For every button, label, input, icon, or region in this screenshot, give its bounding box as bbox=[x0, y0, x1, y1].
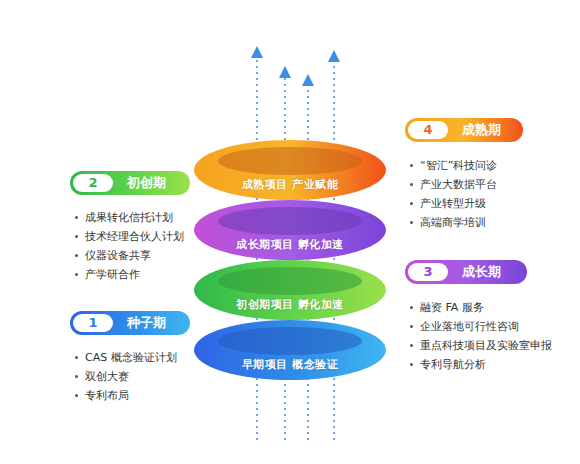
list-text: 仪器设备共享 bbox=[85, 249, 151, 262]
list-text: 产业转型升级 bbox=[420, 197, 486, 210]
list-item: CAS 概念验证计划 bbox=[75, 350, 177, 365]
list-text: 专利布局 bbox=[85, 389, 129, 402]
ring-label: 成长期项目 孵化加速 bbox=[236, 238, 344, 251]
bullet-dot bbox=[75, 375, 78, 378]
ring-band: 成长期项目 孵化加速 bbox=[236, 237, 344, 252]
stage-name: 成熟期 bbox=[462, 121, 501, 139]
ring-hole bbox=[218, 207, 362, 235]
list-item: 产业转型升级 bbox=[410, 196, 486, 211]
bullet-dot bbox=[410, 344, 413, 347]
stage-name: 种子期 bbox=[127, 314, 166, 332]
list-text: “智汇”科技问诊 bbox=[420, 159, 497, 172]
list-item: 产学研合作 bbox=[75, 267, 140, 282]
bullet-dot bbox=[75, 394, 78, 397]
bullet-dot bbox=[75, 273, 78, 276]
ring-band bbox=[194, 200, 386, 260]
ring-label: 早期项目 概念验证 bbox=[242, 358, 338, 371]
bullet-dot bbox=[410, 164, 413, 167]
list-item: 高端商学培训 bbox=[410, 215, 486, 230]
stage-number: 4 bbox=[408, 121, 448, 139]
bullet-dot bbox=[410, 183, 413, 186]
stage-pill: 3 成长期 bbox=[405, 260, 527, 284]
stage-number: 1 bbox=[73, 314, 113, 332]
list-item: 企业落地可行性咨询 bbox=[410, 319, 519, 334]
list-item: 专利导航分析 bbox=[410, 357, 486, 372]
stage-pill: 2 初创期 bbox=[70, 171, 190, 195]
bullet-dot bbox=[75, 216, 78, 219]
list-text: 成果转化信托计划 bbox=[85, 211, 173, 224]
list-item: 重点科技项目及实验室申报 bbox=[410, 338, 552, 353]
list-text: 专利导航分析 bbox=[420, 358, 486, 371]
list-item: 技术经理合伙人计划 bbox=[75, 229, 184, 244]
bullet-dot bbox=[410, 221, 413, 224]
list-item: 成果转化信托计划 bbox=[75, 210, 173, 225]
stage-pill: 4 成熟期 bbox=[405, 118, 523, 142]
list-item: “智汇”科技问诊 bbox=[410, 158, 497, 173]
list-item: 融资 FA 服务 bbox=[410, 300, 484, 315]
list-item: 双创大赛 bbox=[75, 369, 129, 384]
list-text: 重点科技项目及实验室申报 bbox=[420, 339, 552, 352]
list-text: 技术经理合伙人计划 bbox=[85, 230, 184, 243]
bullet-dot bbox=[410, 325, 413, 328]
stage-pill: 1 种子期 bbox=[70, 311, 190, 335]
ring-band: 成熟项目 产业赋能 bbox=[242, 177, 338, 192]
stage-number: 3 bbox=[408, 263, 448, 281]
list-item: 产业大数据平台 bbox=[410, 177, 497, 192]
bullet-dot bbox=[75, 356, 78, 359]
list-item: 仪器设备共享 bbox=[75, 248, 151, 263]
ring-band: 初创期项目 孵化加速 bbox=[236, 297, 344, 312]
bullet-dot bbox=[410, 363, 413, 366]
list-text: 产业大数据平台 bbox=[420, 178, 497, 191]
stage-number: 2 bbox=[73, 174, 113, 192]
ring-band bbox=[194, 320, 386, 380]
list-text: 融资 FA 服务 bbox=[420, 301, 484, 314]
list-text: 高端商学培训 bbox=[420, 216, 486, 229]
ring-hole bbox=[218, 147, 362, 175]
ring-hole bbox=[218, 267, 362, 295]
ring-band: 早期项目 概念验证 bbox=[242, 357, 338, 372]
bullet-dot bbox=[75, 254, 78, 257]
ring-hole bbox=[218, 327, 362, 355]
ring-band bbox=[194, 260, 386, 320]
bullet-dot bbox=[75, 235, 78, 238]
bullet-dot bbox=[410, 306, 413, 309]
stage-name: 初创期 bbox=[127, 174, 166, 192]
stage-name: 成长期 bbox=[462, 263, 501, 281]
list-text: 企业落地可行性咨询 bbox=[420, 320, 519, 333]
ring-band bbox=[194, 140, 386, 200]
bullet-dot bbox=[410, 202, 413, 205]
list-text: 产学研合作 bbox=[85, 268, 140, 281]
list-text: CAS 概念验证计划 bbox=[85, 351, 177, 364]
ring-label: 成熟项目 产业赋能 bbox=[242, 178, 338, 191]
list-item: 专利布局 bbox=[75, 388, 129, 403]
ring-label: 初创期项目 孵化加速 bbox=[236, 298, 344, 311]
list-text: 双创大赛 bbox=[85, 370, 129, 383]
